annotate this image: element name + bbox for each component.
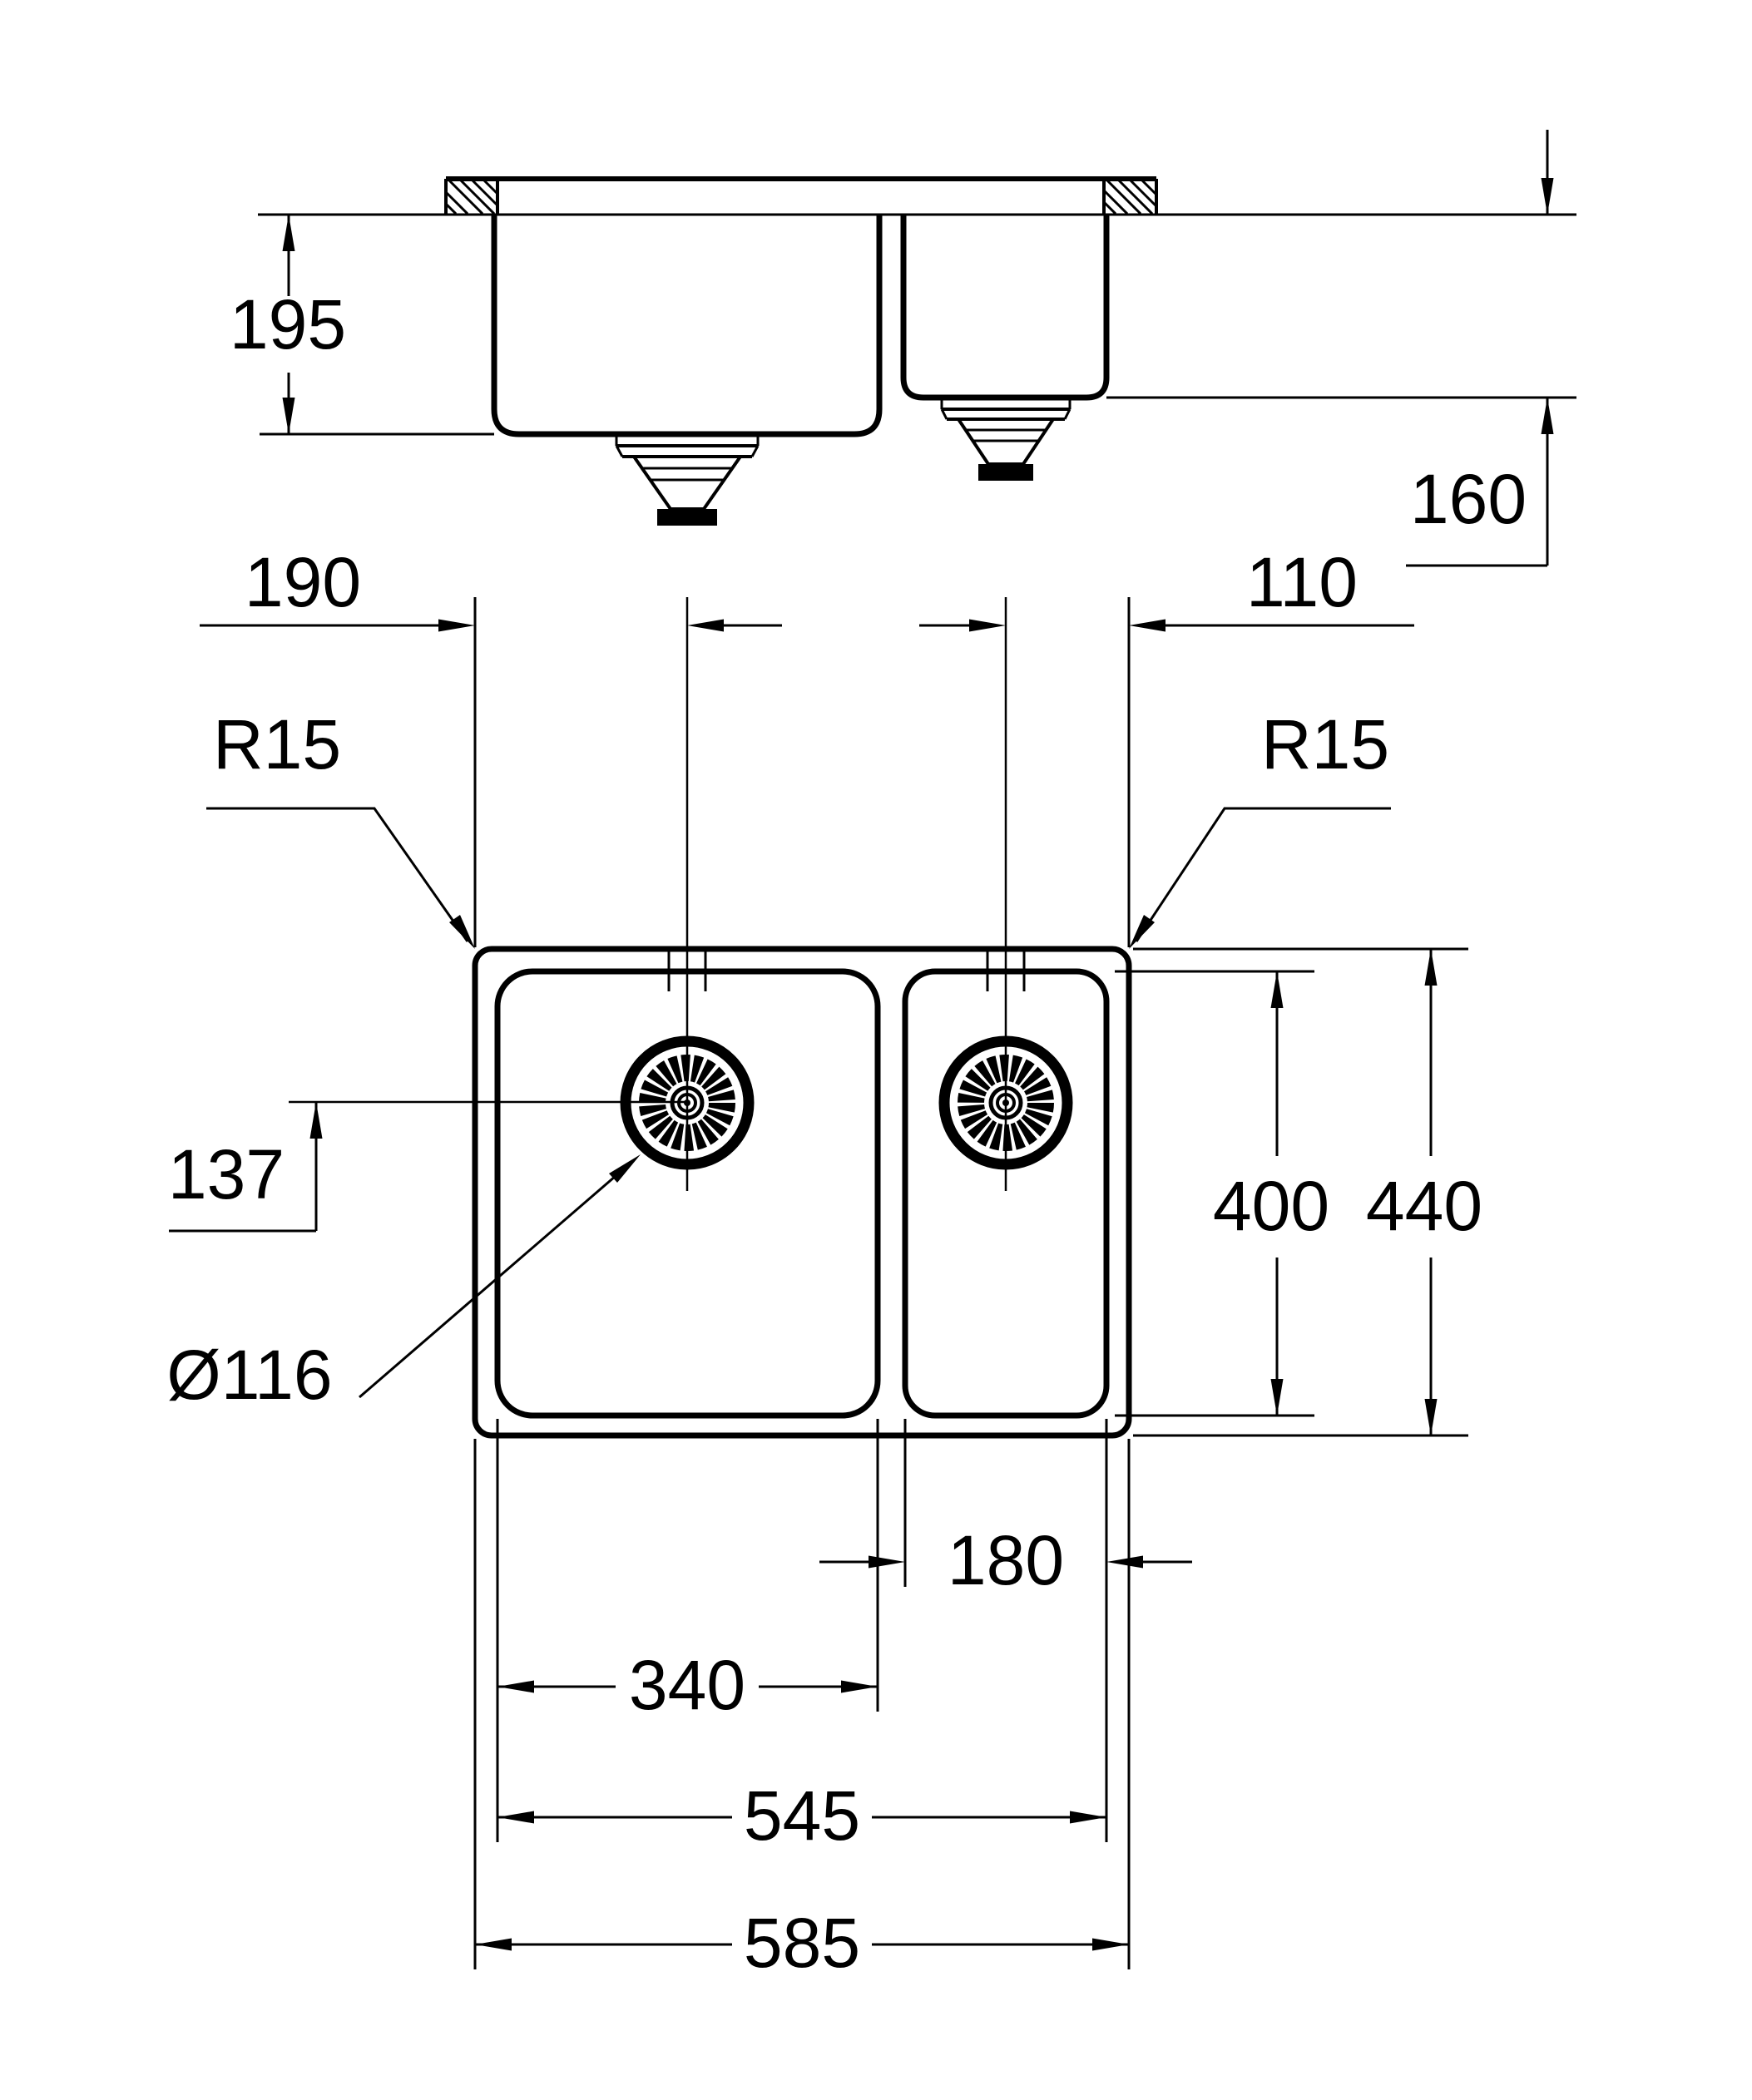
arrowhead-195-down [282,398,295,434]
arrowhead-400-up [1270,971,1284,1008]
arrowhead-160-down [1541,178,1554,215]
small-drain-section [940,399,1071,481]
small-drain-plan [938,1035,1073,1170]
arrowhead-340-left [497,1680,534,1693]
arrowhead-r15-right [1129,915,1155,949]
side-view: 195 160 [230,130,1576,567]
dim-340-text: 340 [629,1646,745,1724]
dim-545: 545 [497,1776,1106,1855]
dim-180: 180 [819,1521,1192,1599]
arrowhead-110-right [969,619,1006,632]
dim-190-text: 190 [245,543,361,621]
r15-left-text: R15 [213,705,341,783]
radius-callout-right: R15 [1129,705,1391,949]
arrowhead-110-left [1129,619,1166,632]
dim-440: 440 [1133,947,1482,1437]
arrowhead-160-up [1541,398,1554,434]
dim-160-text: 160 [1410,460,1527,538]
dim-190: 190 [200,543,782,632]
dim-180-text: 180 [948,1521,1064,1599]
dim-400: 400 [1115,970,1329,1417]
dim-440-text: 440 [1366,1167,1482,1245]
arrowhead-r15-left [449,915,475,949]
arrowhead-195-up [282,215,295,251]
arrowhead-585-left [475,1938,512,1951]
dim-137-text: 137 [168,1135,285,1213]
plan-view: 190 110 R15 R15 [166,543,1482,1982]
centerline-ticks [667,951,1026,991]
small-bowl-plan [902,968,1110,1419]
arrowhead-180-right [869,1555,905,1569]
small-bowl-section [900,215,1110,401]
drain-diameter-callout: Ø116 [166,1154,641,1414]
arrowhead-dia116 [609,1154,641,1183]
dim-195: 195 [230,215,346,434]
r15-right-text: R15 [1261,705,1389,783]
arrowhead-545-right [1070,1811,1106,1824]
arrowhead-190-right [438,619,475,632]
arrowhead-440-down [1424,1399,1438,1435]
dim-585: 585 [475,1904,1129,1982]
arrowhead-440-up [1424,949,1438,986]
arrowhead-585-right [1092,1938,1129,1951]
main-drain-section [615,436,760,526]
arrowhead-340-right [841,1680,878,1693]
main-bowl-section [491,215,883,437]
bottom-extension-lines [473,1419,1131,1969]
arrowhead-190-left [687,619,724,632]
dia116-text: Ø116 [166,1336,332,1414]
sink-outer-outline [472,946,1132,1439]
countertop-hatch-left [444,179,499,215]
main-bowl-plan [494,968,881,1419]
arrowhead-180-left [1106,1555,1143,1569]
dim-340: 340 [497,1646,878,1724]
radius-callout-left: R15 [206,705,475,949]
dim-160: 160 [1406,130,1554,567]
dim-545-text: 545 [744,1776,860,1855]
dim-195-text: 195 [230,285,346,363]
dim-585-text: 585 [744,1904,860,1982]
dim-110: 110 [919,543,1414,632]
arrowhead-545-left [497,1811,534,1824]
arrowhead-400-down [1270,1379,1284,1416]
dim-137: 137 [168,1100,687,1233]
countertop-hatch-right [1102,179,1158,215]
arrowhead-137-up [309,1102,323,1139]
dim-400-text: 400 [1213,1167,1329,1245]
dim-110-text: 110 [1246,543,1358,621]
